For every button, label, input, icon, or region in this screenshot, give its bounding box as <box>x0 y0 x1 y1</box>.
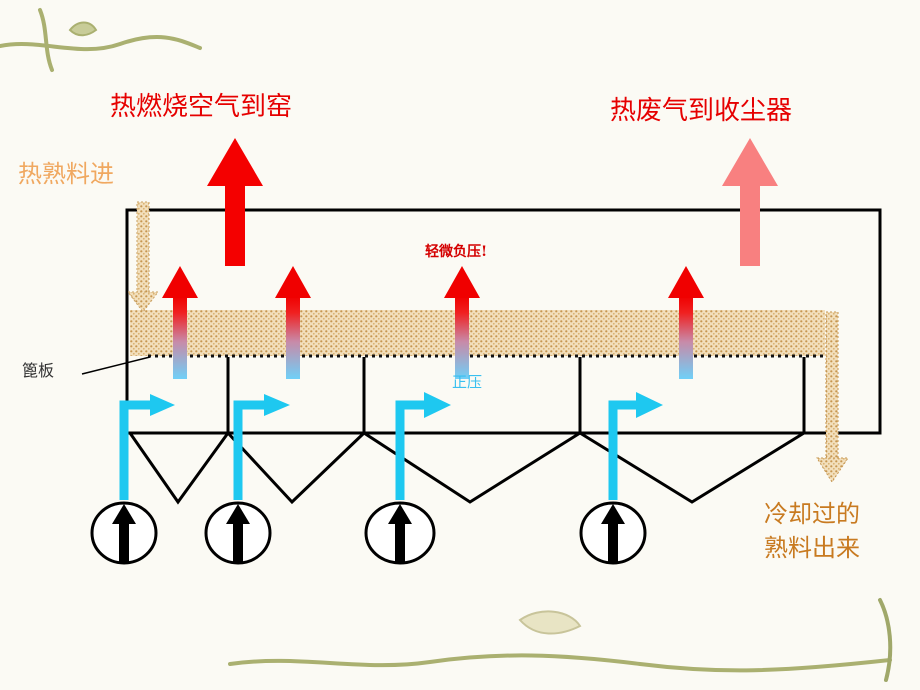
clinker-outlet-arrow <box>816 311 849 483</box>
cold-air-arrow-1 <box>119 394 175 500</box>
fan-icon <box>90 501 158 565</box>
positive-pressure-label: 正压 <box>452 373 483 391</box>
cooler-housing <box>125 208 882 435</box>
heated-air-arrow <box>668 266 704 379</box>
fan-icon <box>579 501 647 565</box>
heated-air-arrow <box>275 266 311 379</box>
grate-plate-label: 篦板 <box>22 361 55 380</box>
decorative-vines <box>0 8 893 682</box>
exhaust-to-dust-collector-label: 热废气到收尘器 <box>610 96 793 126</box>
cold-air-arrow-4 <box>608 392 663 500</box>
heated-air-arrow <box>162 266 198 379</box>
hot-air-to-kiln-label: 热燃烧空气到窑 <box>110 92 293 122</box>
fan-icon <box>204 501 272 565</box>
hot-clinker-inlet-label: 热熟料进 <box>18 160 114 188</box>
cooled-clinker-out-label-line2: 熟料出来 <box>764 534 860 562</box>
exhaust-to-dust-collector-arrow <box>722 138 778 266</box>
grate-leader-line <box>81 356 151 375</box>
compartment-walls <box>226 357 806 433</box>
slight-negative-pressure-label: 轻微负压! <box>425 244 488 260</box>
hot-air-to-kiln-arrow <box>207 138 263 266</box>
cold-air-arrow-2 <box>233 394 290 500</box>
cold-air-arrow-3 <box>395 392 451 500</box>
fan-icon <box>364 501 436 565</box>
heated-air-arrow <box>444 266 480 379</box>
clinker-inlet-arrow <box>127 201 159 313</box>
cooled-clinker-out-label-line1: 冷却过的 <box>764 500 860 528</box>
clinker-bed <box>130 310 825 356</box>
air-hoppers <box>128 431 805 505</box>
